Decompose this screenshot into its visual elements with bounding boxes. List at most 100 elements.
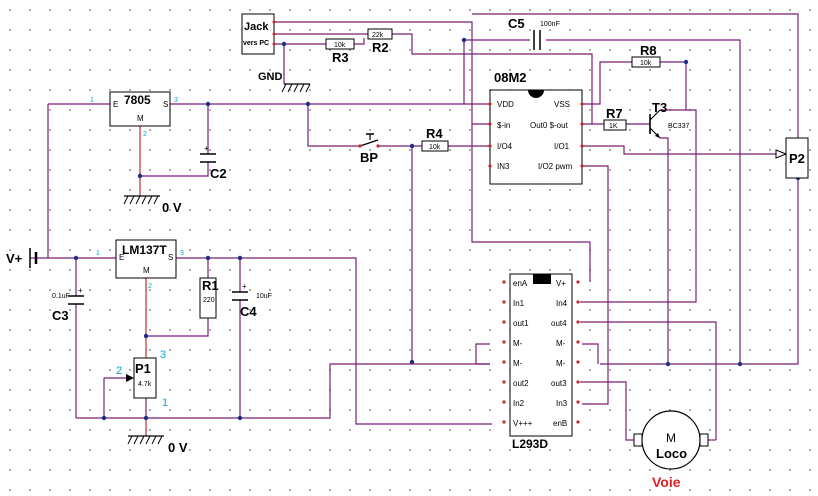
- gnd1-label: 0 V: [162, 200, 182, 215]
- reg7805-pin1: 1: [90, 97, 94, 104]
- l293-pin-in2: In2: [513, 399, 525, 408]
- bp-label: BP: [360, 150, 378, 165]
- lm137-e: E: [119, 253, 124, 262]
- wire-lm137-out: [176, 257, 492, 425]
- t3-label: T3: [652, 100, 667, 115]
- resistor-r4: 10k R4: [421, 126, 449, 152]
- lm137-pin3: 3: [180, 250, 184, 257]
- svg-text:+: +: [78, 286, 83, 295]
- resistor-r1: 220 R1: [199, 277, 219, 319]
- l293-pin-out2: out2: [513, 379, 529, 388]
- mcu-pin-in3: IN3: [497, 162, 510, 171]
- c4-value: 10uF: [256, 293, 272, 300]
- gnd-top-label: GND: [258, 71, 283, 83]
- wire-r8: [582, 61, 686, 105]
- wire-p2-gnd: [600, 178, 799, 365]
- l293-pin-out3: out3: [551, 379, 567, 388]
- c3-label: C3: [52, 308, 69, 323]
- p1-pin2: 2: [116, 365, 122, 377]
- motor-name: Loco: [656, 446, 687, 461]
- resistor-r3: 10k R3: [325, 38, 355, 65]
- mcu-pin-vss: VSS: [554, 100, 570, 109]
- motor-m: M: [666, 431, 676, 445]
- r3-value: 10k: [334, 42, 346, 49]
- mcu-pin-out0: Out0 $-out: [530, 121, 569, 130]
- lm137-s: S: [168, 253, 173, 262]
- capacitor-c5: C5 100nF: [508, 16, 560, 50]
- lm137-label: LM137T: [122, 243, 167, 257]
- l293-notch: [533, 274, 551, 284]
- gnd2-label: 0 V: [168, 440, 188, 455]
- c5-value: 100nF: [540, 21, 560, 28]
- lm137-pin1: 1: [96, 250, 100, 257]
- c4-label: C4: [240, 304, 257, 319]
- r8-value: 10k: [640, 60, 652, 67]
- r3-label: R3: [332, 50, 349, 65]
- wire-c5: [463, 39, 741, 364]
- r1-value: 220: [203, 297, 215, 304]
- reg7805-label: 7805: [124, 93, 151, 107]
- l293-pins-right: V+ In4 out4 M- M- out3 In3 enB: [551, 279, 568, 428]
- l293-pin-out4: out4: [551, 319, 567, 328]
- capacitor-c4: + 10uF C4: [232, 282, 272, 319]
- wires: [30, 13, 799, 441]
- r4-label: R4: [426, 126, 443, 141]
- driver-l293d: enA In1 out1 M- M- out2 In2 V+++ V+ In4 …: [502, 273, 580, 451]
- p1-pin3: 3: [160, 349, 166, 361]
- l293-pin-out1: out1: [513, 319, 529, 328]
- wire-in4: [580, 109, 697, 303]
- r7-label: R7: [606, 106, 623, 121]
- svg-text:+: +: [204, 144, 209, 153]
- resistor-r8: 10k R8: [631, 43, 661, 68]
- wire-io1-p2: [582, 145, 776, 155]
- reg7805-pin3: 3: [174, 97, 178, 104]
- l293-label: L293D: [512, 437, 548, 451]
- p1-value: 4.7k: [138, 381, 152, 388]
- lm137-pin2: 2: [148, 283, 152, 290]
- resistor-r7: 1K R7: [603, 106, 627, 131]
- vplus-label: V+: [6, 251, 23, 266]
- reg7805-m: M: [137, 114, 144, 123]
- l293-pin-mminus-l2: M-: [513, 359, 523, 368]
- wire-bp-left: [307, 104, 360, 147]
- mcu-pin-io2: I/O2 pwm: [538, 162, 573, 171]
- l293-pin-enb: enB: [553, 419, 567, 428]
- lm137-m: M: [143, 266, 150, 275]
- l293-pin-vplusplus: V+++: [513, 419, 533, 428]
- l293-pin-dots: [502, 280, 580, 424]
- wire-io2-in3: [582, 165, 609, 405]
- l293-pins-left: enA In1 out1 M- M- out2 In2 V+++: [513, 279, 533, 428]
- wire-out4-motor: [580, 321, 717, 440]
- l293-pin-in3: In3: [556, 399, 568, 408]
- capacitor-c3: + 0.1uF C3: [52, 286, 84, 323]
- l293-pin-vplus: V+: [556, 279, 566, 288]
- reg7805-s: S: [163, 100, 168, 109]
- mcu-pin-io4: I/O4: [497, 142, 513, 151]
- mcu-notch: [528, 90, 544, 98]
- c2-label: C2: [210, 166, 227, 181]
- reg7805-pin2: 2: [143, 131, 147, 138]
- wire-r1-bot: [146, 318, 209, 337]
- mcu-pins-right: VSS Out0 $-out I/O1 I/O2 pwm: [530, 100, 573, 171]
- l293-pin-in4: In4: [556, 299, 568, 308]
- r8-label: R8: [640, 43, 657, 58]
- potentiometer-p1: P1 4.7k 2 3 1: [104, 349, 168, 409]
- c5-label: C5: [508, 16, 525, 31]
- l293-pin-ena: enA: [513, 279, 528, 288]
- resistor-r2: 22k R2: [367, 28, 393, 55]
- pushbutton-bp: BP: [358, 133, 380, 165]
- wire-c2-bot: [140, 162, 209, 177]
- reg7805-e: E: [113, 100, 118, 109]
- p2-label: P2: [789, 151, 805, 166]
- r2-label: R2: [372, 40, 389, 55]
- motor-loco: M Loco: [633, 410, 709, 470]
- p1-label: P1: [135, 361, 151, 376]
- svg-text:+: +: [242, 282, 247, 291]
- transistor-t3: T3 BC337: [649, 100, 690, 139]
- capacitor-c2: + C2: [200, 144, 227, 181]
- jack-connector: Jack vers PC: [241, 13, 276, 55]
- wire-m-left: [475, 343, 490, 365]
- mcu-pin-vdd: VDD: [497, 100, 514, 109]
- r1-label: R1: [202, 278, 219, 293]
